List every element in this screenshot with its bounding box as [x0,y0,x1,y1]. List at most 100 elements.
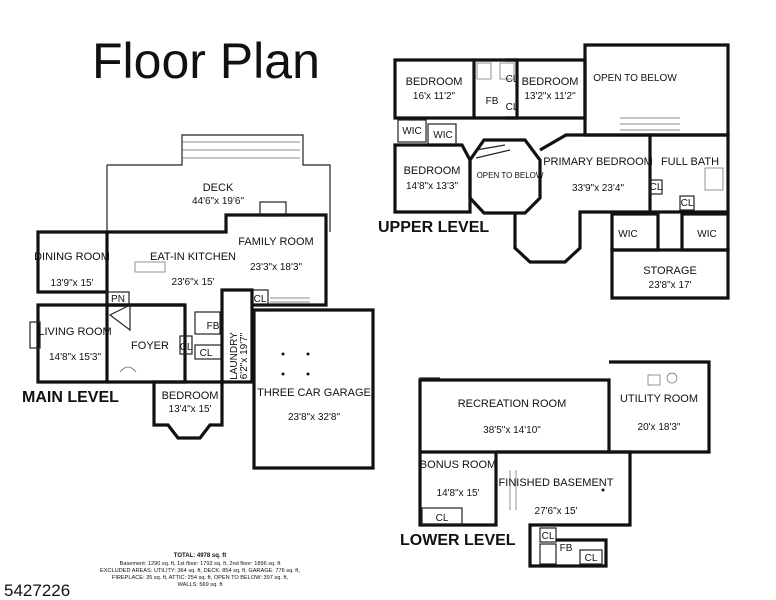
closet-lower-3 [579,549,603,565]
fireplace-living [29,321,41,349]
rec-notch [419,377,440,380]
room-name: LAUNDRY [229,332,240,380]
closet-lower-1 [421,507,463,525]
open-to-below-2-walls [468,138,542,215]
garage-post [306,372,310,376]
page-title: Floor Plan [92,33,320,89]
kitchen-island [134,261,166,273]
tag-closet: CL [506,102,519,113]
room-dim: 23'8"x 32'8" [288,412,341,423]
bath-lower-walls [528,538,608,568]
garage-post [281,352,285,356]
bath-fixture [499,62,515,80]
fireplace-family [259,201,287,217]
deck-outline [106,134,331,232]
recreation-room-walls [418,378,611,454]
deck-boards [182,141,300,159]
full-bath-upper-walls [650,133,730,214]
open-to-below-1-walls [583,43,730,137]
closet-upper-a [649,179,663,195]
tag-closet: CL [506,74,519,85]
upper-level-label: UPPER LEVEL [378,219,489,236]
totals-line: Basement: 1290 sq. ft, 1st floor: 1792 s… [120,561,281,567]
room-dim: 23'6"x 15' [172,277,215,288]
room-name: BEDROOM [162,390,219,402]
bath-fixture [476,62,492,80]
garage-post [281,372,285,376]
tag-closet: CL [585,553,598,564]
stair-treads [620,117,680,131]
tag-closet: CL [436,513,449,524]
closet-upper-b [679,195,695,211]
basement-post [601,488,605,492]
room-name: THREE CAR GARAGE [257,387,371,399]
basement-walls [496,450,632,540]
tag-closet: CL [254,294,267,305]
room-name: FOYER [131,340,169,352]
tag-wic: WIC [697,229,716,240]
totals-heading: TOTAL: 4978 sq. ft [174,553,226,559]
room-name: RECREATION ROOM [458,398,567,410]
room-name: BEDROOM [522,76,579,88]
totals-line: EXCLUDED AREAS: UTILITY: 364 sq. ft, DEC… [100,568,300,574]
room-name: FINISHED BASEMENT [499,477,614,489]
lower-level-label: LOWER LEVEL [400,532,516,549]
room-name: OPEN TO BELOW [593,73,677,84]
full-bath-main [194,311,221,335]
tag-pantry: PN [111,294,125,305]
tag-full-bath: FB [486,96,499,107]
room-dim: 13'4"x 15' [169,404,212,415]
main-level-plan: DECK 44'6"x 19'6" DINING ROOM 13'9"x 15'… [22,134,375,470]
room-name: EAT-IN KITCHEN [150,251,236,263]
tag-closet: CL [180,342,193,353]
utility-box-lower [539,543,557,565]
closet-lower-2 [539,527,557,543]
room-name: UTILITY ROOM [620,393,698,405]
stair-upper [475,144,511,159]
tag-full-bath: FB [207,321,220,332]
room-dim: 6'2"x 19'7" [239,332,250,379]
stair-lower [509,470,517,510]
room-name: FULL BATH [661,156,719,168]
room-name: FAMILY ROOM [238,236,313,248]
garage-post [306,352,310,356]
stair-treads [270,297,310,303]
tag-wic: WIC [402,126,421,137]
main-level-label: MAIN LEVEL [22,389,119,406]
room-dim: 27'6"x 15' [535,506,578,517]
room-name: BEDROOM [406,76,463,88]
room-name: PRIMARY BEDROOM [543,156,653,168]
wic-upper-1 [397,119,427,143]
room-name: DECK [203,182,234,194]
tag-wic: WIC [618,229,637,240]
bath-upper-walls [474,58,519,120]
room-dim: 14'8"x 13'3" [406,181,459,192]
room-name: STORAGE [643,265,697,277]
room-name: BEDROOM [404,165,461,177]
bedroom-upper-1-walls [393,58,476,120]
utility-room-walls [609,360,711,454]
door-swing-foyer [119,366,137,373]
closet-main-1 [179,335,193,355]
room-name: LIVING ROOM [38,326,111,338]
room-dim: 14'8"x 15'3" [49,352,102,363]
room-dim: 33'9"x 23'4" [572,183,625,194]
room-dim: 13'9"x 15' [51,278,94,289]
tag-wic: WIC [433,130,452,141]
room-name: BONUS ROOM [420,459,496,471]
stair-foyer [108,304,131,332]
upper-level-plan: BEDROOM 16'x 11'2" BEDROOM 13'2"x 11'2" … [378,43,730,300]
totals-line: WALLS: 569 sq. ft [178,582,223,588]
room-dim: 16'x 11'2" [413,91,456,102]
laundry-walls [220,288,254,384]
bonus-room-walls [418,452,498,527]
room-name: DINING ROOM [34,251,110,263]
living-room-walls [36,303,109,384]
lower-level-plan: RECREATION ROOM 38'5"x 14'10" UTILITY RO… [400,360,711,568]
room-dim: 38'5"x 14'10" [483,425,541,436]
garage-walls [252,308,375,470]
totals-line: FIREPLACE: 35 sq. ft, ATTIC: 254 sq. ft,… [112,575,289,581]
room-dim: 44'6"x 19'6" [192,196,245,207]
room-dim: 20'x 18'3" [638,422,681,433]
storage-walls [610,248,730,300]
